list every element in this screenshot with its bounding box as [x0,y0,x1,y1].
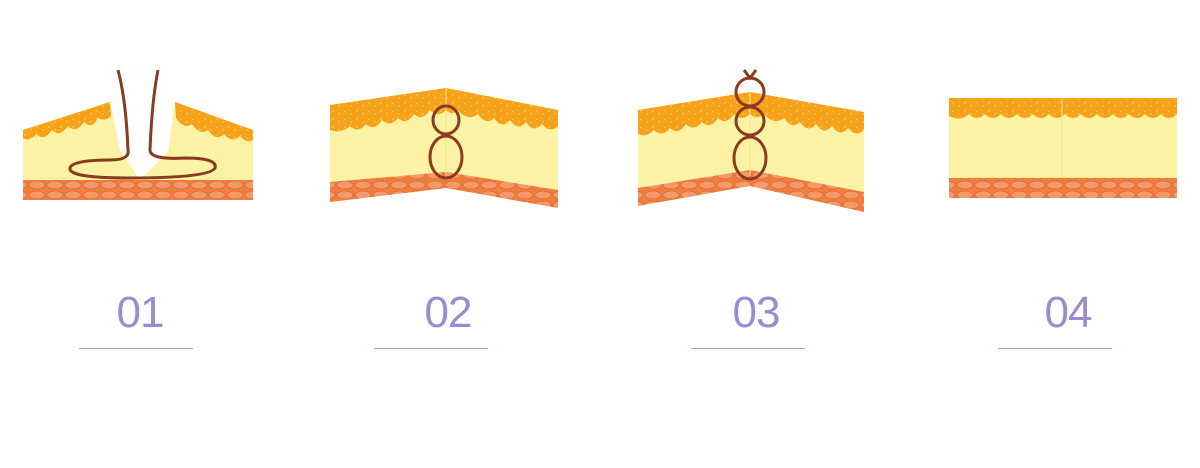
step-02: 02 [318,0,578,468]
step-number: 01 [116,288,165,337]
step-01: 01 [10,0,270,468]
suture-thread [68,69,217,180]
step-number: 02 [424,288,473,337]
skin-blocks [638,92,864,212]
step-03: 03 [626,0,886,468]
skin-illustration-03 [638,69,864,212]
suture-loops [732,69,768,181]
step-number: 03 [732,288,781,337]
step-underline [374,348,488,349]
step-underline [998,348,1112,349]
skin-illustration-01 [23,69,253,200]
step-underline [79,348,193,349]
skin-block-left [23,102,140,200]
skin-blocks [949,98,1177,198]
suture-loops [428,104,464,180]
skin-illustration-04 [949,98,1177,198]
skin-block-right [140,102,253,200]
skin-blocks [330,88,558,208]
step-04: 04 [938,0,1198,468]
step-underline [691,348,805,349]
skin-illustration-02 [330,88,558,208]
step-number: 04 [1044,288,1093,337]
